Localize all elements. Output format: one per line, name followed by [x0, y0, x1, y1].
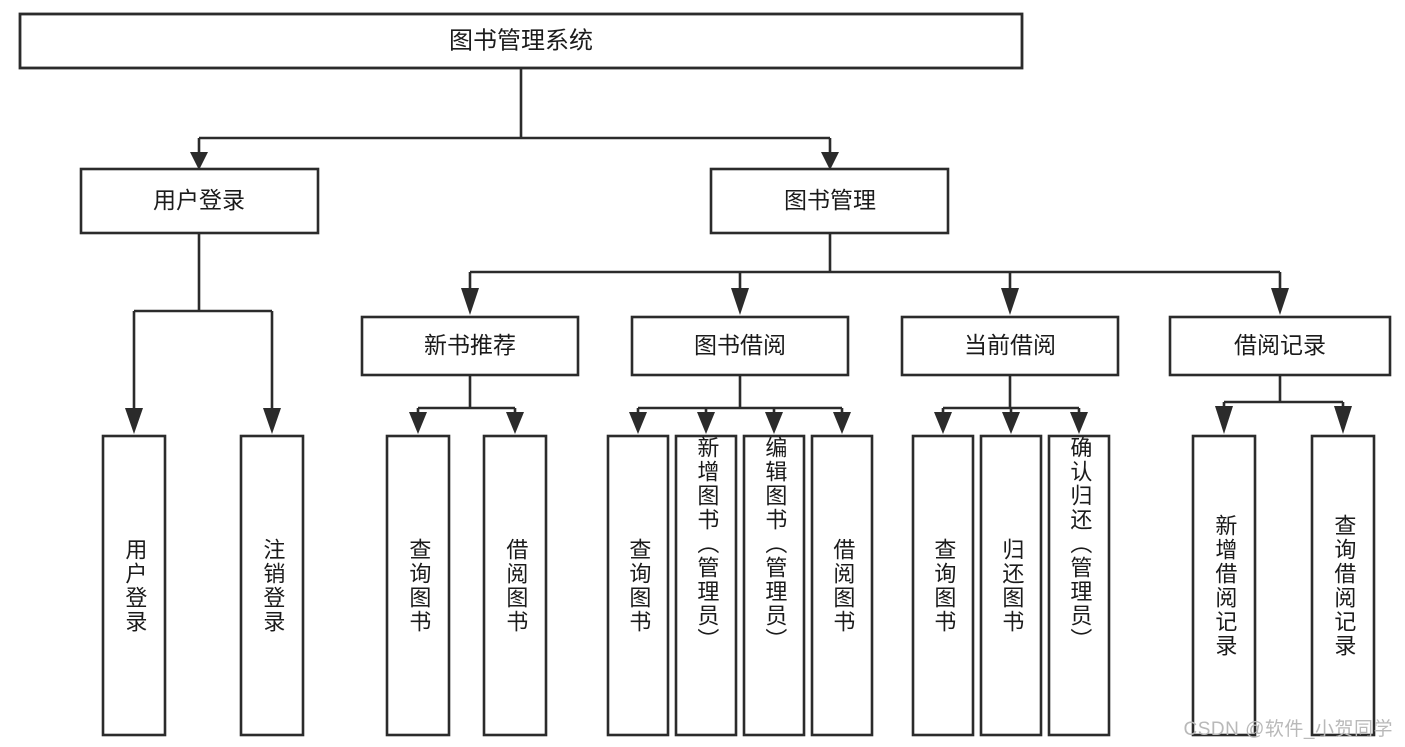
arrow-head-borrow-book — [731, 288, 749, 315]
leaf-box-edit-book[interactable] — [742, 434, 806, 737]
leaf-box-confirm-return[interactable] — [1047, 434, 1111, 737]
node-book-borrow-label: 图书借阅 — [694, 332, 786, 358]
arrow-head-leaf-confirm-return — [1070, 412, 1088, 434]
leaf-box-borrow-book-2[interactable] — [810, 434, 874, 737]
node-user-login[interactable]: 用户登录 — [79, 167, 320, 235]
connector-group-book-mgmt-to-level3 — [461, 233, 1289, 315]
node-root[interactable]: 图书管理系统 — [18, 12, 1024, 70]
connector-user-login-to-leaves — [132, 233, 274, 410]
arrow-head-leaf-logout — [263, 408, 281, 434]
node-root-box[interactable] — [18, 12, 1024, 70]
arrow-head-book-mgmt — [821, 152, 839, 170]
connector-new-book-to-leaves — [416, 375, 517, 418]
arrow-head-leaf-query-book-3 — [934, 412, 952, 434]
leaf-box-user-login[interactable] — [101, 434, 167, 737]
node-new-book-recommend[interactable]: 新书推荐 — [360, 315, 580, 377]
connector-current-to-leaves — [941, 375, 1081, 418]
arrow-head-leaf-query-book-1 — [409, 412, 427, 434]
leaf-box-query-book-3[interactable] — [911, 434, 975, 737]
leaf-box-borrow-book-1[interactable] — [482, 434, 548, 737]
arrow-head-leaf-borrow-book-1 — [506, 412, 524, 434]
arrow-head-leaf-add-record — [1215, 406, 1233, 434]
node-borrow-record-box[interactable] — [1168, 315, 1392, 377]
node-current-borrow-label: 当前借阅 — [964, 332, 1056, 358]
connector-borrow-to-leaves — [636, 375, 844, 418]
node-user-login-box[interactable] — [79, 167, 320, 235]
leaf-box-add-book[interactable] — [674, 434, 738, 737]
arrow-head-leaf-borrow-book-2 — [833, 412, 851, 434]
node-book-management-box[interactable] — [709, 167, 950, 235]
arrow-head-user-login — [190, 152, 208, 170]
leaf-box-query-record[interactable] — [1310, 434, 1376, 737]
node-book-management-label: 图书管理 — [784, 187, 876, 213]
connector-group-borrow-to-leaves — [629, 375, 851, 434]
arrow-head-leaf-return-book — [1002, 412, 1020, 434]
connector-group-record-to-leaves — [1215, 375, 1352, 434]
node-book-borrow-box[interactable] — [630, 315, 850, 377]
arrow-head-leaf-edit-book — [765, 412, 783, 434]
node-user-login-label: 用户登录 — [153, 187, 245, 213]
connector-group-new-book-to-leaves — [409, 375, 524, 434]
csdn-watermark: CSDN @软件_小贺同学 — [1183, 719, 1393, 740]
connector-root-to-level2 — [197, 68, 832, 158]
leaf-box-return-book[interactable] — [979, 434, 1043, 737]
connector-group-user-login-to-leaves — [125, 233, 281, 434]
node-book-management[interactable]: 图书管理 — [709, 167, 950, 235]
node-root-label: 图书管理系统 — [449, 27, 593, 54]
node-new-book-recommend-label: 新书推荐 — [424, 332, 516, 358]
connector-group-root-to-level2 — [190, 68, 839, 170]
node-borrow-record-label: 借阅记录 — [1234, 332, 1326, 358]
connector-book-mgmt-to-level3 — [468, 233, 1282, 292]
leaf-box-add-record[interactable] — [1191, 434, 1257, 737]
leaf-box-query-book-2[interactable] — [606, 434, 670, 737]
arrow-head-current-borrow — [1001, 288, 1019, 315]
arrow-head-borrow-record — [1271, 288, 1289, 315]
arrow-head-new-book — [461, 288, 479, 315]
node-book-borrow[interactable]: 图书借阅 — [630, 315, 850, 377]
connector-group-current-to-leaves — [934, 375, 1088, 434]
arrow-head-leaf-query-book-2 — [629, 412, 647, 434]
leaf-box-query-book-1[interactable] — [385, 434, 451, 737]
leaf-box-logout[interactable] — [239, 434, 305, 737]
node-new-book-recommend-box[interactable] — [360, 315, 580, 377]
connector-record-to-leaves — [1222, 375, 1345, 412]
arrow-head-leaf-add-book — [697, 412, 715, 434]
node-borrow-record[interactable]: 借阅记录 — [1168, 315, 1392, 377]
arrow-head-leaf-user-login — [125, 408, 143, 434]
arrow-head-leaf-query-record — [1334, 406, 1352, 434]
node-current-borrow[interactable]: 当前借阅 — [900, 315, 1120, 377]
node-current-borrow-box[interactable] — [900, 315, 1120, 377]
